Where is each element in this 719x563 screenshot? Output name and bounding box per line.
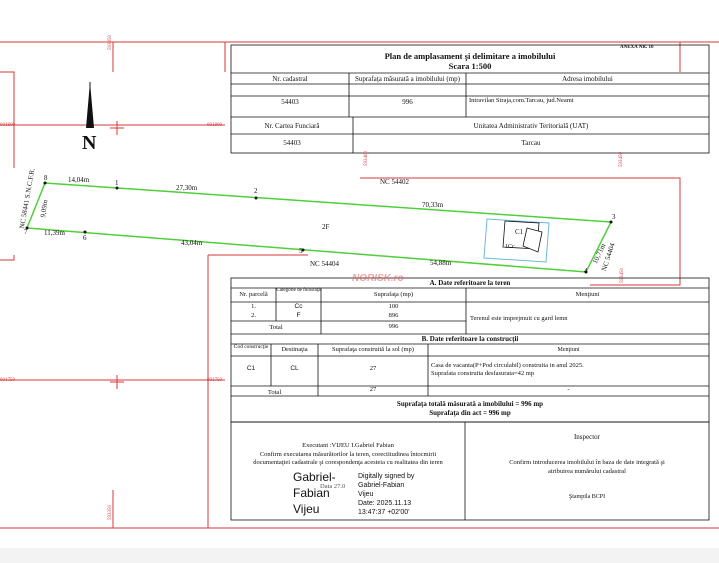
parcel-area: 896 bbox=[388, 312, 399, 319]
parcel-area: 100 bbox=[388, 303, 399, 310]
point-label: 3 bbox=[612, 213, 616, 221]
signature-name-1: Gabriel- bbox=[293, 470, 336, 484]
watermark: NORISK.ro bbox=[352, 273, 404, 284]
section-b-title: B. Date referitoare la construcţii bbox=[421, 335, 519, 343]
col-b-mentions: Menţiuni bbox=[557, 347, 580, 353]
uat-value: Tarcau bbox=[521, 139, 541, 147]
grid-label: 593450 bbox=[619, 152, 624, 167]
plan-drawing bbox=[0, 41, 719, 529]
point-label: 8 bbox=[44, 174, 48, 182]
header-address: Adresa imobilului bbox=[562, 75, 613, 83]
signature-name-3: Vijeu bbox=[293, 502, 320, 516]
survey-points bbox=[25, 181, 613, 274]
distance-label: 11,39m bbox=[44, 229, 65, 237]
total-label: Total bbox=[269, 324, 283, 331]
digital-signature-3: Vijeu bbox=[358, 491, 374, 498]
total-area: 996 bbox=[388, 323, 399, 330]
north-label: N bbox=[82, 132, 97, 154]
point-label: 5 bbox=[299, 247, 303, 255]
col-area: Suprafaţa (mp) bbox=[373, 291, 414, 298]
nc-bottom-label: NC 54404 bbox=[310, 260, 339, 268]
building-mention-2: Suprafata construita desfasurata=42 mp bbox=[431, 370, 535, 377]
col-parcel: Nr. parcelă bbox=[239, 291, 268, 298]
header-area: Suprafaţa măsurată a imobilului (mp) bbox=[355, 75, 460, 83]
grid-crosses bbox=[110, 121, 124, 389]
annex-label: ANEXA NR. 16 bbox=[620, 45, 654, 50]
digital-signature-2: Gabriel-Fabian bbox=[358, 482, 405, 489]
cadastral-number: 54403 bbox=[281, 98, 299, 106]
col-code: Cod construcţie bbox=[233, 344, 269, 350]
grid-label: 601800 bbox=[0, 123, 15, 128]
header-land-book: Nr. Cartea Funciară bbox=[264, 122, 320, 130]
header-cadastral: Nr. cadastral bbox=[272, 75, 308, 83]
parcel-outline bbox=[25, 182, 613, 273]
north-arrow-icon bbox=[86, 82, 94, 128]
section-a-title: A. Date referitoare la teren bbox=[429, 279, 511, 287]
table-borders bbox=[230, 44, 710, 521]
digital-signature-time: 13:47:37 +02'00' bbox=[358, 509, 410, 516]
grid-label: 601800 bbox=[207, 123, 222, 128]
executant-line-3: documentaţiei cadastrale şi corespondenţ… bbox=[253, 459, 443, 466]
building-code: C1 bbox=[246, 365, 256, 372]
page-title: Plan de amplasament şi delimitare a imob… bbox=[384, 51, 556, 61]
building-label: C1 bbox=[515, 228, 524, 236]
point-label: 7 bbox=[24, 228, 28, 236]
grid-label: 593400 bbox=[364, 151, 369, 166]
grid-label: 593350 bbox=[108, 505, 113, 520]
b-total-area: 27 bbox=[369, 386, 377, 393]
inspector-title: Inspector bbox=[573, 433, 601, 441]
parcel-category: Cc bbox=[294, 303, 303, 310]
col-built-area: Suprafaţa construită la sol (mp) bbox=[332, 346, 414, 353]
inspector-line-2: atribuirea numărului cadastral bbox=[548, 468, 626, 475]
col-destination: Destinaţia bbox=[281, 346, 308, 353]
b-total-label: Total bbox=[267, 389, 282, 396]
header-uat: Unitatea Administrativ Teritorială (UAT) bbox=[473, 122, 589, 130]
executant-line-2: Confirm executarea măsurătorilor la tere… bbox=[259, 451, 437, 458]
parcel-label: 2F bbox=[322, 223, 330, 231]
scale-label: Scara 1:500 bbox=[448, 61, 492, 71]
total-measured-area: Suprafaţa totală măsurată a imobilului =… bbox=[396, 400, 544, 408]
col-mentions: Menţiuni bbox=[575, 291, 600, 298]
point-label: 6 bbox=[83, 234, 87, 242]
bcpi-stamp-label: Ştampila BCPI bbox=[568, 494, 606, 500]
point-label: 2 bbox=[254, 187, 258, 195]
grid-label: 601750 bbox=[0, 378, 15, 383]
building-mention-1: Casa de vacanta(P+Pod circulabil) constr… bbox=[431, 362, 584, 369]
distance-label: 54,88m bbox=[430, 259, 452, 267]
parcel-nr: 2. bbox=[251, 312, 256, 319]
parcel-nr: 1. bbox=[251, 303, 256, 310]
inspector-line-1: Confirm introducerea imobilului în baza … bbox=[509, 459, 665, 466]
building-area: 27 bbox=[369, 365, 377, 372]
point-label: 4 bbox=[584, 267, 588, 275]
col-category: Categorie de folosinţă bbox=[276, 288, 321, 293]
measured-area: 996 bbox=[402, 98, 413, 106]
building-sub-label: 1Cc bbox=[505, 244, 515, 250]
distance-label: 43,04m bbox=[181, 239, 203, 247]
parcel-category: F bbox=[296, 312, 301, 319]
land-book-number: 54403 bbox=[283, 139, 301, 147]
grid-label: 601750 bbox=[207, 378, 222, 383]
b-total-mention: - bbox=[567, 386, 570, 393]
executant-name: Executant :VIJEU I.Gabriel Fabian bbox=[302, 442, 394, 449]
signature-name-2: Fabian bbox=[293, 486, 330, 500]
digital-signature-date: Date: 2025.11.13 bbox=[358, 500, 412, 507]
grid-label: 593350 bbox=[108, 35, 113, 50]
building-destination: CL bbox=[290, 365, 299, 372]
grid-lines bbox=[0, 41, 719, 529]
area-from-deed: Suprafaţa din act = 996 mp bbox=[429, 409, 511, 417]
distance-label: 70,33m bbox=[422, 201, 444, 209]
nc-top-label: NC 54402 bbox=[380, 178, 409, 186]
distance-label: 14,04m bbox=[68, 176, 90, 184]
property-address: Intravilan Straja,com.Tarcau, jud.Neamt bbox=[469, 97, 574, 104]
cadastral-plan-sheet: 593350 593400 593450 593450 601800 60180… bbox=[0, 0, 719, 548]
digital-signature-1: Digitally signed by bbox=[358, 473, 415, 480]
date-hint: Data 27.0 bbox=[320, 483, 346, 490]
distance-label: 27,30m bbox=[176, 184, 198, 192]
land-mention: Terenul este imprejmuit cu gard lemn bbox=[470, 315, 568, 322]
point-label: 1 bbox=[115, 179, 119, 187]
